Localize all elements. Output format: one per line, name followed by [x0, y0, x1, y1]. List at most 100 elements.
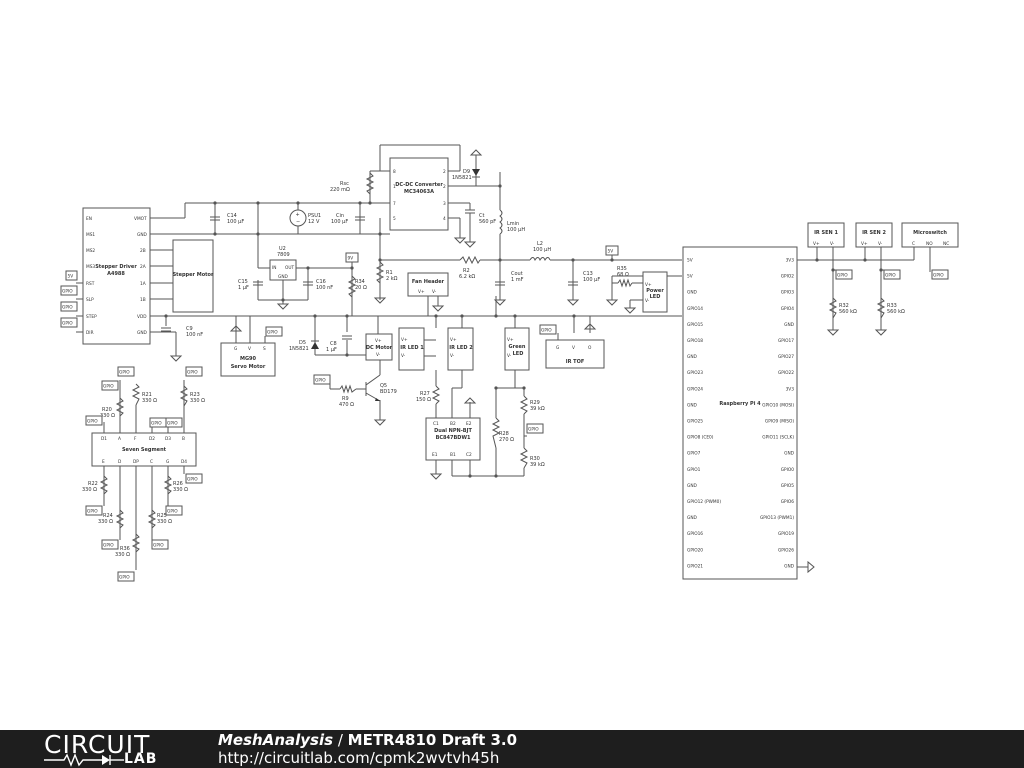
stepper-driver: EN MS1 MS2 MS3 RST SLP STEP DIR VMOT GND…	[82, 207, 151, 345]
rpi-pin-left: GPIO20	[687, 547, 703, 553]
rpi-pin-right: GPIO17	[778, 338, 794, 344]
svg-text:R2: R2	[463, 268, 470, 274]
svg-text:330 Ω: 330 Ω	[100, 413, 115, 419]
svg-text:C15: C15	[238, 279, 248, 285]
svg-text:IR LED 1: IR LED 1	[400, 345, 424, 351]
svg-text:20 Ω: 20 Ω	[355, 285, 367, 291]
rpi-pin-left: GPIO12 (PWM0)	[687, 499, 721, 505]
rpi-pin-right: GPIO13 (PWM1)	[760, 515, 794, 521]
rpi-pin-left: GND	[687, 483, 698, 489]
svg-text:470 Ω: 470 Ω	[339, 402, 354, 408]
svg-text:Servo Motor: Servo Motor	[231, 364, 266, 370]
ir-sen-1: IR SEN 1 V+V-	[807, 222, 845, 248]
svg-text:C: C	[912, 241, 915, 247]
rpi-pin-right: GPIO9 (MISO)	[765, 419, 794, 425]
svg-text:Fan Header: Fan Header	[412, 279, 445, 285]
svg-text:IR SEN 2: IR SEN 2	[862, 230, 886, 236]
svg-text:R27: R27	[420, 391, 430, 397]
svg-text:GPIO: GPIO	[103, 384, 114, 390]
svg-text:GPIO: GPIO	[151, 421, 162, 427]
svg-text:S: S	[263, 346, 266, 352]
svg-text:4: 4	[443, 216, 446, 222]
resistor-r1: R1 2 kΩ	[374, 261, 398, 304]
svg-text:C8: C8	[330, 341, 337, 347]
project-user-link[interactable]: MeshAnalysis	[218, 731, 334, 749]
svg-text:GPIO: GPIO	[167, 509, 178, 515]
svg-text:1: 1	[393, 184, 396, 190]
svg-text:R30: R30	[530, 456, 540, 462]
svg-text:GPIO: GPIO	[187, 370, 198, 376]
svg-text:−: −	[296, 219, 300, 225]
svg-text:R25: R25	[157, 513, 167, 519]
svg-text:C16: C16	[316, 279, 326, 285]
svg-text:RST: RST	[86, 281, 95, 287]
rpi-pin-left: GPIO18	[687, 338, 703, 344]
svg-text:F: F	[134, 436, 137, 442]
rpi-pin-left: GND	[687, 354, 698, 360]
svg-text:GPIO: GPIO	[167, 421, 178, 427]
raspberry-pi-4: Raspberry Pi 4 5V5VGNDGPIO14GPIO15GPIO18…	[682, 246, 815, 580]
driver-net-labels: 5V GPIO GPIO GPIO	[60, 270, 83, 333]
rpi-pin-right: GND	[784, 322, 795, 328]
svg-text:V+: V+	[418, 289, 425, 295]
svg-text:R9: R9	[342, 396, 349, 402]
svg-text:V-: V-	[645, 298, 650, 304]
label-gpio: GPIO	[62, 289, 73, 295]
ir-led-1: V+ V- IR LED 1	[398, 327, 436, 371]
svg-text:100 µH: 100 µH	[533, 247, 551, 253]
project-url-link[interactable]: http://circuitlab.com/cpmk2wvtvh45h	[218, 749, 500, 767]
rpi-pin-right: GPIO4	[781, 306, 795, 312]
rpi-pin-left: GPIO7	[687, 451, 701, 457]
stepper-motor: Stepper Motor	[172, 239, 214, 313]
svg-text:330 Ω: 330 Ω	[98, 519, 113, 525]
svg-text:R32: R32	[839, 303, 849, 309]
svg-text:GPIO: GPIO	[103, 543, 114, 549]
svg-text:MS2: MS2	[86, 248, 95, 254]
svg-text:V+: V+	[645, 282, 652, 288]
rpi-pin-right: GPIO10 (MOSI)	[762, 402, 794, 408]
svg-text:560 kΩ: 560 kΩ	[839, 309, 857, 315]
svg-text:V+: V+	[507, 337, 514, 343]
capacitor-c13: C13 100 µF	[567, 271, 600, 306]
svg-text:V: V	[572, 345, 575, 351]
svg-text:D4: D4	[181, 459, 187, 465]
svg-text:L2: L2	[537, 241, 543, 247]
circuitlab-logo[interactable]: CIRCUIT LAB	[44, 730, 174, 767]
svg-text:C2: C2	[466, 452, 472, 458]
rpi-pin-left: GPIO8 (CE0)	[687, 435, 714, 441]
svg-text:100 µF: 100 µF	[227, 219, 244, 225]
svg-text:1 µF: 1 µF	[326, 347, 337, 353]
svg-text:D1: D1	[101, 436, 107, 442]
svg-text:1A: 1A	[140, 281, 146, 287]
svg-text:C13: C13	[583, 271, 593, 277]
rpi-pin-left: 5V	[687, 258, 693, 264]
svg-text:MG90: MG90	[240, 356, 257, 362]
svg-text:O: O	[588, 345, 592, 351]
svg-text:R36: R36	[120, 546, 130, 552]
rpi-pin-right: GPIO2	[781, 274, 795, 280]
svg-text:PSU1: PSU1	[308, 213, 321, 219]
project-title: METR4810 Draft 3.0	[347, 731, 518, 749]
svg-text:E: E	[102, 459, 105, 465]
logo-lab-text: LAB	[124, 751, 158, 767]
svg-text:STEP: STEP	[86, 314, 97, 320]
svg-text:NC: NC	[943, 241, 949, 247]
logo-circuit-text: CIRCUIT	[44, 730, 151, 759]
dc-motor: V+ V- DC Motor	[365, 316, 393, 361]
svg-text:V-: V-	[432, 289, 437, 295]
svg-text:V: V	[248, 346, 251, 352]
resistor-rsc: Rsc 220 mΩ	[330, 172, 375, 195]
svg-text:330 Ω: 330 Ω	[115, 552, 130, 558]
svg-text:1 mF: 1 mF	[511, 277, 524, 283]
capacitor-cout: Cout 1 mF	[494, 271, 524, 306]
svg-text:Ct: Ct	[479, 213, 484, 219]
svg-text:V-: V-	[450, 353, 455, 359]
rpi-pin-right: 3V3	[786, 386, 795, 392]
rpi-pin-right: 3V3	[786, 258, 795, 264]
svg-text:B: B	[182, 436, 185, 442]
svg-text:G: G	[166, 459, 169, 465]
svg-text:R26: R26	[173, 481, 183, 487]
